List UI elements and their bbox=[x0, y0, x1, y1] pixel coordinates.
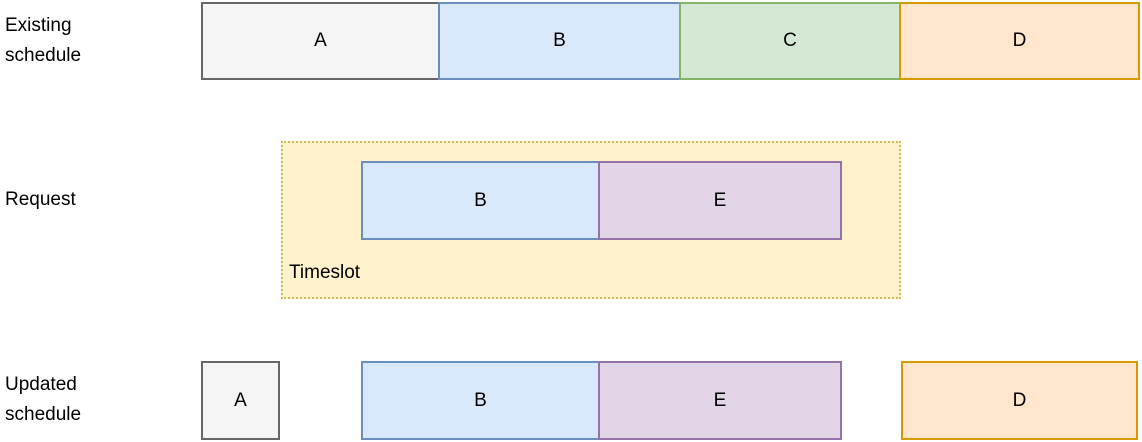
request-box-e: E bbox=[598, 161, 842, 240]
existing-schedule-box-b: B bbox=[438, 2, 681, 80]
existing-schedule-box-d: D bbox=[899, 2, 1140, 80]
existing-schedule-box-a: A bbox=[201, 2, 440, 80]
updated-schedule-box-b: B bbox=[361, 361, 600, 440]
request-box-b: B bbox=[361, 161, 600, 240]
row-label-existing-schedule: Existing schedule bbox=[5, 15, 82, 66]
updated-schedule-box-e: E bbox=[598, 361, 842, 440]
timeslot-label: Timeslot bbox=[289, 262, 361, 283]
row-label-request: Request bbox=[5, 189, 76, 210]
row-label-updated-schedule: Updated schedule bbox=[5, 374, 82, 425]
updated-schedule-box-d: D bbox=[901, 361, 1138, 440]
existing-schedule-box-c: C bbox=[679, 2, 901, 80]
updated-schedule-box-a: A bbox=[201, 361, 280, 440]
